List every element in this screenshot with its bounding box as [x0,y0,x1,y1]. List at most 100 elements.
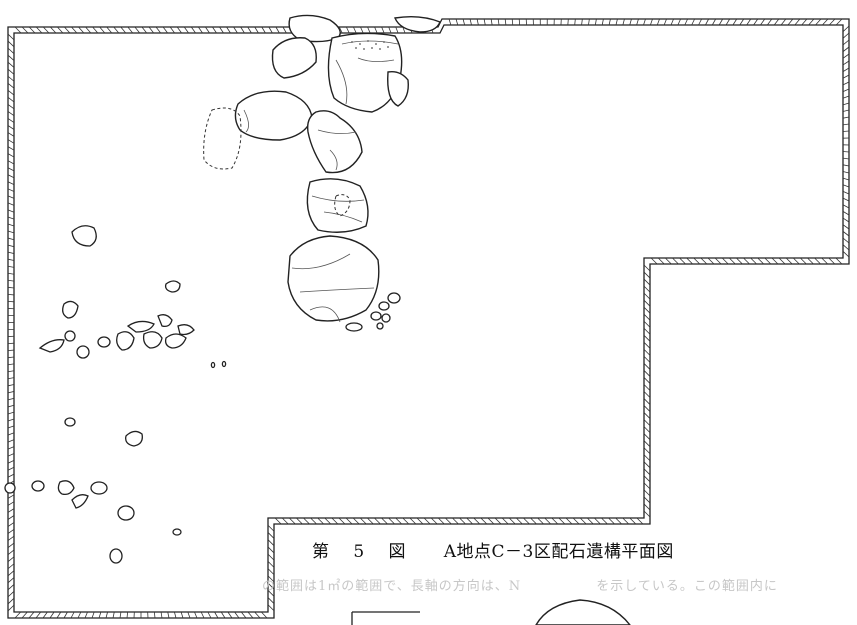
boundary-hatching [7,18,850,619]
boundary-hatch-tick [815,18,822,26]
stone-5 [306,110,363,174]
boundary-hatch-tick [650,18,653,26]
boundary-hatch-tick [842,171,850,174]
boundary-hatch-tick [409,517,417,525]
boundary-hatch-tick [643,363,651,370]
boundary-hatch-tick [792,257,800,265]
boundary-hatch-tick [643,398,651,405]
boundary-hatch-tick [455,18,459,26]
boundary-hatch-tick [35,26,43,34]
boundary-hatch-tick [303,517,310,525]
boundary-hatch-tick [85,26,92,34]
boundary-hatch-tick [821,257,828,265]
boundary-hatch-tick [7,597,15,605]
boundary-hatch-tick [842,88,850,92]
boundary-hatch-tick [7,82,15,89]
large-stone-cluster [203,14,441,323]
boundary-hatch-tick [7,139,15,144]
boundary-hatch-tick [650,257,658,265]
boundary-hatch-tick [643,503,651,511]
boundary-hatch-tick [7,40,15,48]
boundary-hatch-tick [842,95,850,99]
boundary-hatch-tick [801,18,808,26]
boundary-hatch-tick [842,211,850,216]
boundary-hatch-tick [579,517,587,525]
boundary-hatch-tick [7,118,15,123]
boundary-hatch-tick [581,18,583,26]
boundary-hatch-tick [523,517,530,525]
boundary-hatch-tick [574,18,576,26]
boundary-hatch-tick [7,591,15,598]
boundary-hatch-tick [7,146,15,151]
small-stone-cluster-center [345,292,401,332]
boundary-hatch-tick [558,517,566,525]
boundary-hatch-tick [160,611,163,619]
partial-stone-bottom [535,599,631,625]
boundary-hatch-tick [7,195,15,199]
boundary-hatch-tick [643,356,651,363]
boundary-hatch-tick [494,517,502,525]
boundary-hatch-tick [643,384,651,391]
boundary-hatch-tick [28,26,36,34]
boundary-hatch-tick [7,209,15,213]
boundary-hatch-tick [565,517,573,525]
boundary-hatch-tick [180,611,184,619]
boundary-hatch-tick [643,313,651,321]
boundary-hatch-tick [794,18,801,26]
boundary-hatch-tick [7,75,15,82]
boundary-hatch-tick [501,517,509,525]
boundary-hatch-tick [70,611,75,619]
boundary-hatch-tick [7,174,15,179]
boundary-hatch-tick [643,440,651,447]
boundary-hatch-tick [601,18,604,26]
boundary-hatch-tick [7,237,15,241]
boundary-hatch-tick [268,26,273,34]
boundary-hatch-tick [622,517,629,525]
boundary-hatch-tick [7,90,15,96]
boundary-hatch-tick [842,102,850,106]
boundary-hatch-tick [324,517,332,525]
boundary-hatch-tick [205,26,210,34]
boundary-hatch-tick [227,611,233,619]
boundary-hatch-tick [359,517,367,525]
boundary-hatch-tick [711,18,717,26]
boundary-hatch-tick [247,611,254,619]
boundary-hatch-tick [21,611,28,619]
boundary-hatch-tick [679,257,686,265]
boundary-hatch-tick [473,517,481,525]
boundary-hatch-tick [643,342,651,349]
dashed-trace-2 [334,194,351,217]
boundary-hatch-tick [267,597,275,604]
boundary-hatch-tick [764,257,772,265]
boundary-hatch-tick [842,123,850,126]
boundary-hatch-tick [643,306,651,314]
boundary-hatch-tick [842,109,850,112]
boundary-hatch-tick [665,257,672,265]
boundary-hatch-tick [198,26,203,34]
boundary-hatch-tick [842,46,850,52]
boundary-hatch-tick [127,26,134,34]
boundary-hatch-tick [14,26,22,34]
excavation-boundary [7,18,850,619]
boundary-hatch-tick [7,68,15,75]
boundary-hatch-tick [7,188,15,192]
boundary-hatch-tick [7,265,15,268]
boundary-hatch-tick [7,54,15,61]
boundary-hatch-tick [71,26,78,34]
boundary-hatch-tick [7,125,15,130]
boundary-hatch-tick [281,517,289,525]
boundary-hatch-tick [21,26,29,34]
boundary-hatch-tick [842,116,850,119]
boundary-hatch-tick [7,466,15,471]
boundary-hatch-tick [643,264,651,272]
boundary-hatch-tick [423,517,431,525]
boundary-hatch-tick [643,461,651,469]
boundary-hatch-tick [360,26,364,34]
boundary-hatch-tick [388,517,395,525]
boundary-hatch-tick [822,18,829,26]
boundary-hatch-tick [98,611,102,619]
boundary-hatch-tick [693,257,701,265]
boundary-hatch-tick [7,132,15,137]
boundary-hatch-tick [842,251,850,258]
boundary-hatch-tick [120,26,127,34]
